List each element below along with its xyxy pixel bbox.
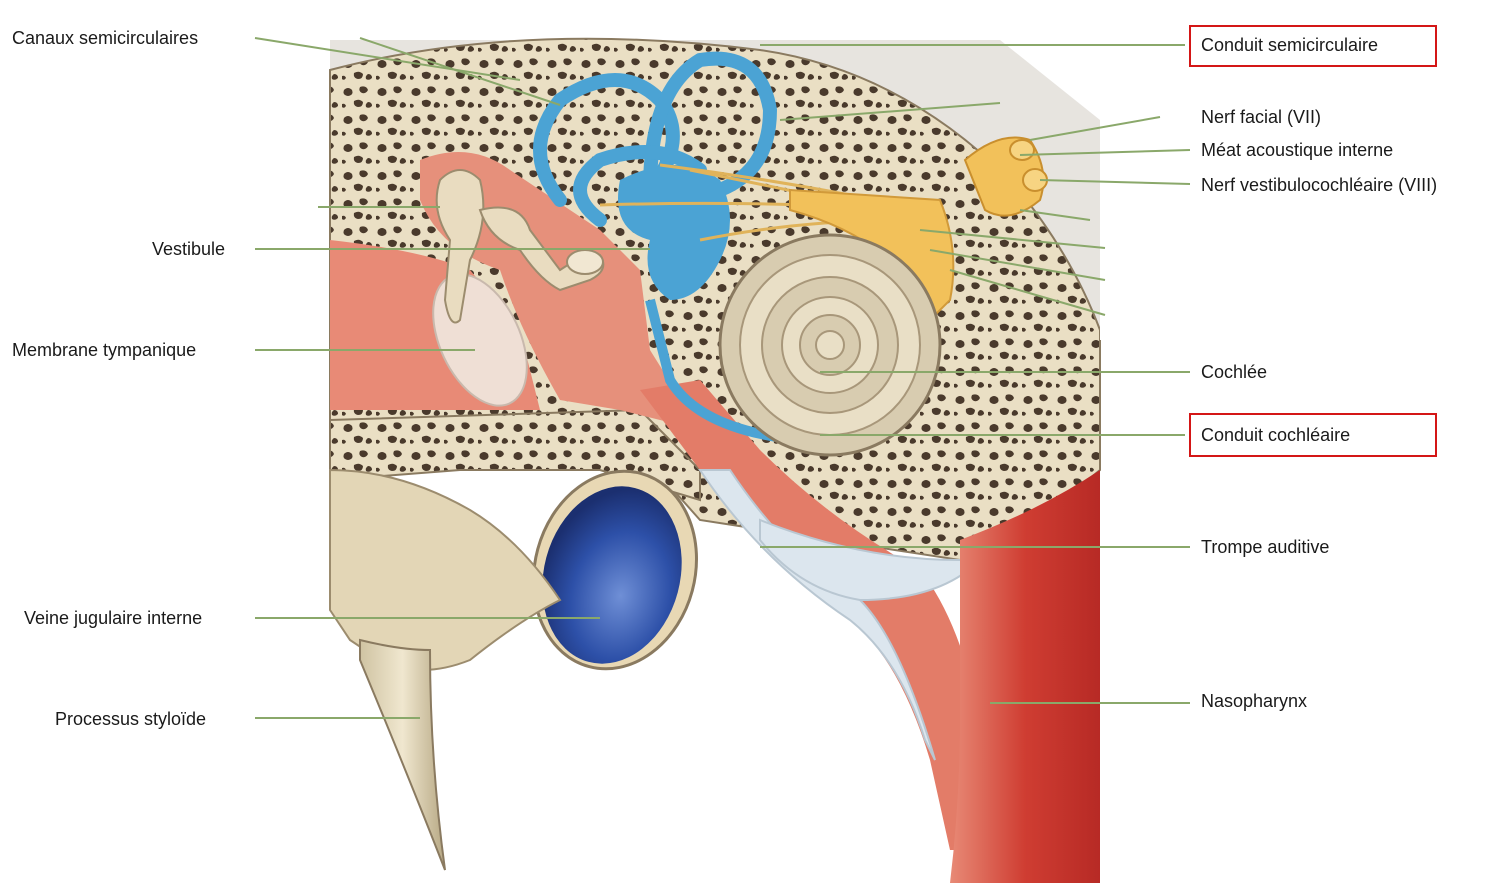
oval-window — [567, 250, 603, 274]
label-nerf-vestibulocochleaire: Nerf vestibulocochléaire (VIII) — [1201, 174, 1437, 196]
label-conduit-cochleaire: Conduit cochléaire — [1201, 424, 1350, 446]
label-processus-styloide: Processus styloïde — [55, 708, 206, 730]
mastoid-shape — [330, 470, 560, 670]
label-trompe-auditive: Trompe auditive — [1201, 536, 1329, 558]
label-meat-acoustique-interne: Méat acoustique interne — [1201, 139, 1393, 161]
styloid-shape — [360, 640, 445, 870]
cochlea-shape — [720, 235, 940, 455]
label-vestibule: Vestibule — [152, 238, 225, 260]
label-canaux-semicirculaires: Canaux semicirculaires — [12, 27, 198, 49]
label-veine-jugulaire-interne: Veine jugulaire interne — [24, 607, 202, 629]
label-cochlee: Cochlée — [1201, 361, 1267, 383]
label-nerf-facial: Nerf facial (VII) — [1201, 106, 1321, 128]
label-membrane-tympanique: Membrane tympanique — [12, 339, 196, 361]
label-nasopharynx: Nasopharynx — [1201, 690, 1307, 712]
label-conduit-semicirculaire: Conduit semicirculaire — [1201, 34, 1378, 56]
mask-right — [1100, 100, 1330, 340]
